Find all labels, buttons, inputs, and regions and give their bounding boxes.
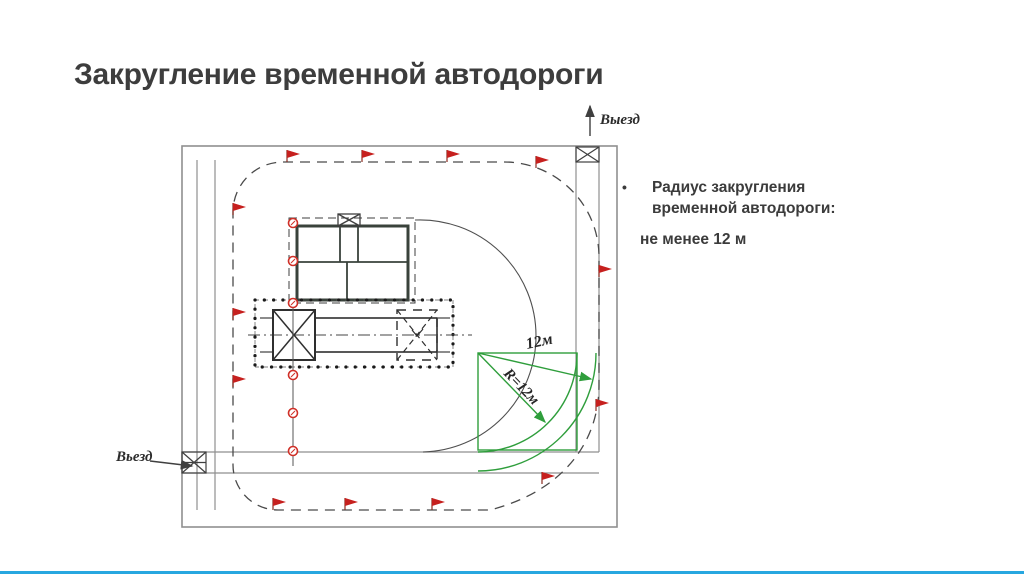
bullet-marker: • (622, 179, 627, 195)
radius-arrow (477, 352, 546, 424)
turn-radius-square (477, 352, 578, 451)
bullet-note: не менее 12 м (640, 231, 747, 248)
exit-label: Выезд (599, 112, 641, 128)
lamp-icon (287, 369, 299, 381)
flag-icon (535, 156, 549, 168)
lamp-icon (287, 297, 299, 309)
fence-flags (232, 150, 612, 510)
flag-icon (344, 498, 358, 510)
turn-radius-arc-inner (477, 352, 578, 453)
flag-icon (598, 265, 612, 277)
inner-road-arc (414, 219, 537, 453)
exit-gate-icon (575, 146, 600, 163)
lamp-icon (287, 255, 299, 267)
flag-icon (232, 203, 246, 215)
fence-line (232, 161, 600, 511)
offset-dim-label: 12м (524, 331, 554, 353)
flag-icon (541, 472, 555, 484)
storage-building (248, 298, 472, 369)
entrance-arrow (149, 459, 194, 470)
turn-radius-arc-outer (477, 352, 597, 472)
bullet-text: Радиус закругления временной автодороги: (652, 179, 836, 217)
page-title: Закругление временной автодороги (74, 58, 604, 91)
lamp-icon (287, 407, 299, 419)
bullet-item: • Радиус закругления временной автодорог… (622, 177, 852, 219)
lamp-markers (287, 217, 299, 457)
flag-icon (232, 375, 246, 387)
turn-radius-construction (477, 352, 597, 472)
entrance-label: Вьезд (115, 449, 153, 465)
accent-line (0, 571, 1024, 574)
entrance-gate-icon (181, 451, 207, 474)
roof-hatch-icon (337, 213, 361, 227)
axis-ticks (260, 317, 450, 353)
flag-icon (272, 498, 286, 510)
flag-icon (286, 150, 300, 162)
bottom-road (182, 451, 599, 474)
lamp-icon (287, 445, 299, 457)
main-building (288, 213, 416, 304)
radius-dim-label: R=12м (499, 365, 542, 408)
flag-icon (431, 498, 445, 510)
dashed-zone-icon (396, 309, 438, 361)
lamp-icon (287, 217, 299, 229)
flag-icon (232, 308, 246, 320)
offset-arrow (477, 352, 593, 382)
site-boundary (181, 145, 618, 528)
flag-icon (595, 399, 609, 411)
flag-icon (361, 150, 375, 162)
flag-icon (446, 150, 460, 162)
